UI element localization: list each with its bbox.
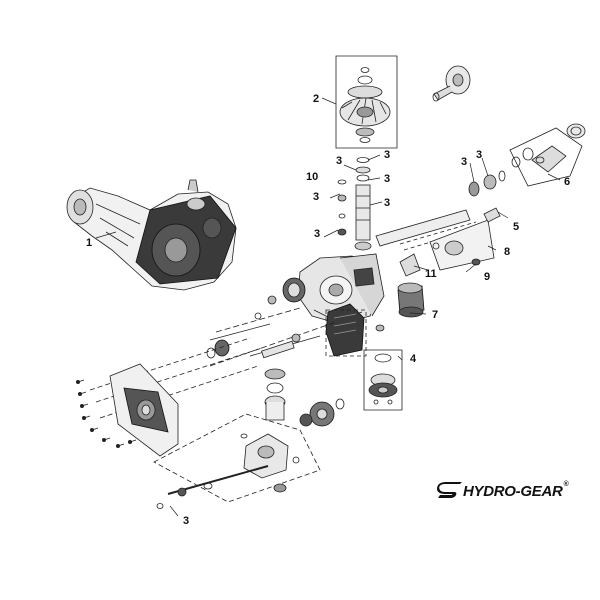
side-cover xyxy=(109,363,179,457)
callout-3: 3 xyxy=(384,173,391,185)
leader-lines xyxy=(95,97,561,517)
callout-5: 5 xyxy=(513,221,520,233)
callout-3: 3 xyxy=(336,155,343,167)
hydro-gear-wordmark: HYDRO-GEAR xyxy=(463,482,563,500)
bearing-set-right xyxy=(468,170,506,197)
registered-mark: ® xyxy=(563,481,569,488)
motor-kit xyxy=(363,349,403,411)
control-plates xyxy=(375,207,501,277)
callout-1: 1 xyxy=(86,237,93,249)
callout-7: 7 xyxy=(432,309,439,321)
hydro-gear-s-mark-icon xyxy=(437,482,462,498)
callout-9: 9 xyxy=(484,271,491,283)
cover-bolts xyxy=(76,379,137,448)
input-shaft-stack xyxy=(337,157,372,251)
callout-10: 10 xyxy=(306,171,319,183)
callout-3: 3 xyxy=(476,149,483,161)
assembled-transaxle xyxy=(66,179,237,291)
callout-3: 3 xyxy=(384,197,391,209)
callout-8: 8 xyxy=(504,246,511,258)
callout-2: 2 xyxy=(313,93,320,105)
center-block xyxy=(325,303,385,357)
callout-11: 11 xyxy=(425,268,437,280)
callout-3: 3 xyxy=(461,156,468,168)
filter xyxy=(397,282,425,318)
callout-4: 4 xyxy=(410,353,417,365)
callout-3: 3 xyxy=(183,515,190,527)
differential xyxy=(264,368,345,427)
bull-gear xyxy=(254,277,306,320)
brake-kit xyxy=(509,123,586,187)
callout-3: 3 xyxy=(384,149,391,161)
main-housing xyxy=(297,253,385,325)
fan-kit xyxy=(335,55,398,149)
pump-assembly xyxy=(153,413,321,509)
callout-3: 3 xyxy=(314,228,321,240)
callout-6: 6 xyxy=(564,176,571,188)
callout-3: 3 xyxy=(313,191,320,203)
hydro-gear-logo: HYDRO-GEAR ® xyxy=(436,481,569,501)
axle-hub xyxy=(432,65,471,102)
